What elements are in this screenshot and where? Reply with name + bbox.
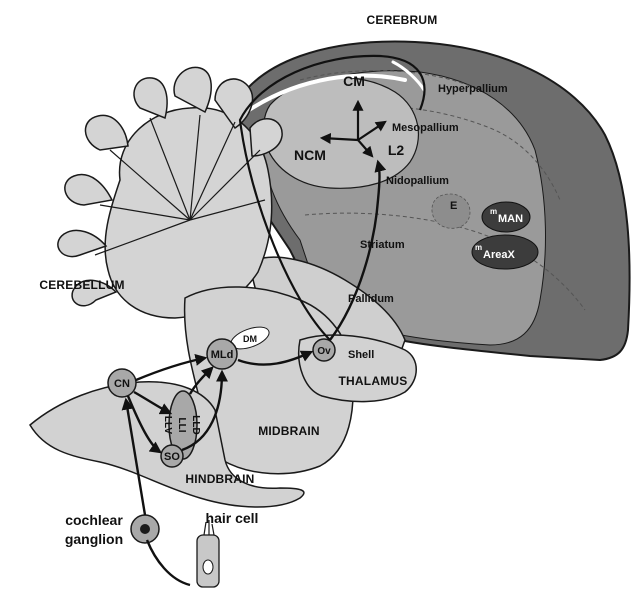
mld-label: MLd	[211, 349, 234, 361]
hyperpallium-label: Hyperpallium	[438, 83, 508, 95]
llv-label: LLV	[162, 416, 173, 434]
so-label: SO	[164, 451, 180, 463]
lld-label: LLD	[190, 415, 201, 434]
areax-label: AreaX	[483, 249, 515, 261]
cm-label: CM	[343, 73, 365, 89]
ncm-label: NCM	[294, 147, 326, 163]
striatum-label: Striatum	[360, 239, 405, 251]
man-label: MAN	[498, 213, 523, 225]
pathway-hair-to-ganglion	[147, 540, 190, 585]
e-label: E	[450, 200, 457, 212]
hindbrain-label: HINDBRAIN	[185, 472, 254, 486]
cerebrum-label: CEREBRUM	[367, 13, 438, 27]
dm-label: DM	[243, 334, 257, 344]
folium-4	[85, 115, 128, 150]
folium-6	[58, 230, 106, 256]
cn-label: CN	[114, 378, 130, 390]
cochlear-ganglion-core	[140, 524, 150, 534]
shell-label: Shell	[348, 349, 374, 361]
mesopallium-label: Mesopallium	[392, 122, 459, 134]
cerebellum-label: CEREBELLUM	[39, 278, 124, 292]
hair-cell	[197, 520, 219, 587]
hair-cell-label: hair cell	[206, 510, 259, 526]
ov-label: Ov	[317, 346, 331, 357]
folium-5	[65, 175, 112, 205]
ll-labels: LLD LLI LLV	[162, 415, 201, 434]
folium-3	[134, 78, 167, 118]
midbrain-label: MIDBRAIN	[258, 424, 320, 438]
cerebellum-body	[105, 108, 272, 318]
lli-label: LLI	[176, 418, 187, 433]
hvc-prefix: m	[490, 207, 497, 216]
pallidum-label: Pallidum	[348, 293, 394, 305]
thalamus-label: THALAMUS	[339, 374, 408, 388]
folium-1	[174, 67, 211, 112]
l2-label: L2	[388, 142, 405, 158]
nidopallium-label: Nidopallium	[386, 175, 449, 187]
cochlear-label: cochlear	[65, 512, 123, 528]
areax-prefix: m	[475, 243, 482, 252]
ganglion-label: ganglion	[65, 531, 123, 547]
